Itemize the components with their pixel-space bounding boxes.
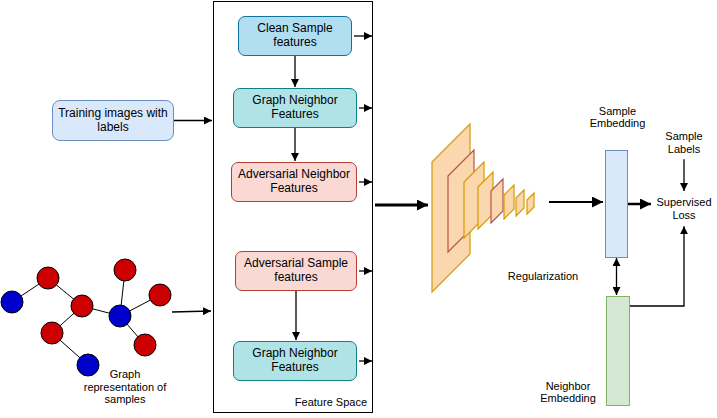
embedding-bar: Neighbor Embedding: [606, 296, 630, 406]
node-label: Graph Neighbor Features: [234, 94, 356, 122]
feature-box: Adversarial Sample features: [235, 251, 357, 291]
connector: [359, 360, 372, 361]
graph-illustration: [1, 259, 171, 376]
node-label: Sample Embedding: [586, 105, 650, 130]
connector: [359, 270, 372, 271]
connector: [630, 226, 684, 306]
input-box: Training images with labels: [52, 100, 174, 141]
feature-map: [527, 193, 534, 214]
embedding-bar: Sample Embedding: [605, 150, 628, 258]
node-label: Graph Neighbor Features: [234, 347, 356, 375]
feature-map: [504, 185, 514, 219]
connector: [616, 258, 617, 295]
cnn-output-arrow: [549, 201, 603, 203]
thick-arrow: [375, 204, 428, 207]
connector: [359, 181, 372, 182]
graph-caption: Graph representation of samples: [82, 368, 168, 406]
feature-box: Adversarial Neighbor Features: [231, 162, 357, 202]
connector: [295, 291, 296, 340]
loss-text: Supervised Loss: [652, 192, 716, 225]
feature-box: Graph Neighbor Features: [233, 341, 357, 381]
node-label: Sample Labels: [652, 130, 716, 155]
connector: [359, 107, 372, 108]
node-label: Training images with labels: [53, 107, 173, 135]
feature-box: Clean Sample features: [238, 16, 352, 56]
node-label: Adversarial Neighbor Features: [232, 168, 356, 196]
node-label: Supervised Loss: [652, 196, 716, 221]
connector: [354, 35, 372, 36]
node-label: Adversarial Sample features: [236, 257, 356, 285]
feature-box: Graph Neighbor Features: [233, 88, 357, 128]
node-label: Neighbor Embedding: [537, 380, 599, 405]
cnn-illustration: [432, 124, 534, 292]
feature-map: [516, 190, 524, 216]
connector: [683, 159, 684, 191]
node-label: Clean Sample features: [239, 22, 351, 50]
connector: [294, 128, 295, 161]
feature-space-panel: Feature Space Clean Sample featuresGraph …: [213, 1, 373, 413]
regularization-label: Regularization: [500, 270, 586, 283]
input-arrow: [172, 311, 211, 312]
feature-map: [491, 179, 503, 223]
labels-text: Sample Labels: [652, 126, 716, 159]
connector: [294, 56, 295, 87]
node-label: Feature Space: [295, 396, 367, 409]
connector: [174, 120, 212, 121]
connector: [628, 203, 651, 206]
